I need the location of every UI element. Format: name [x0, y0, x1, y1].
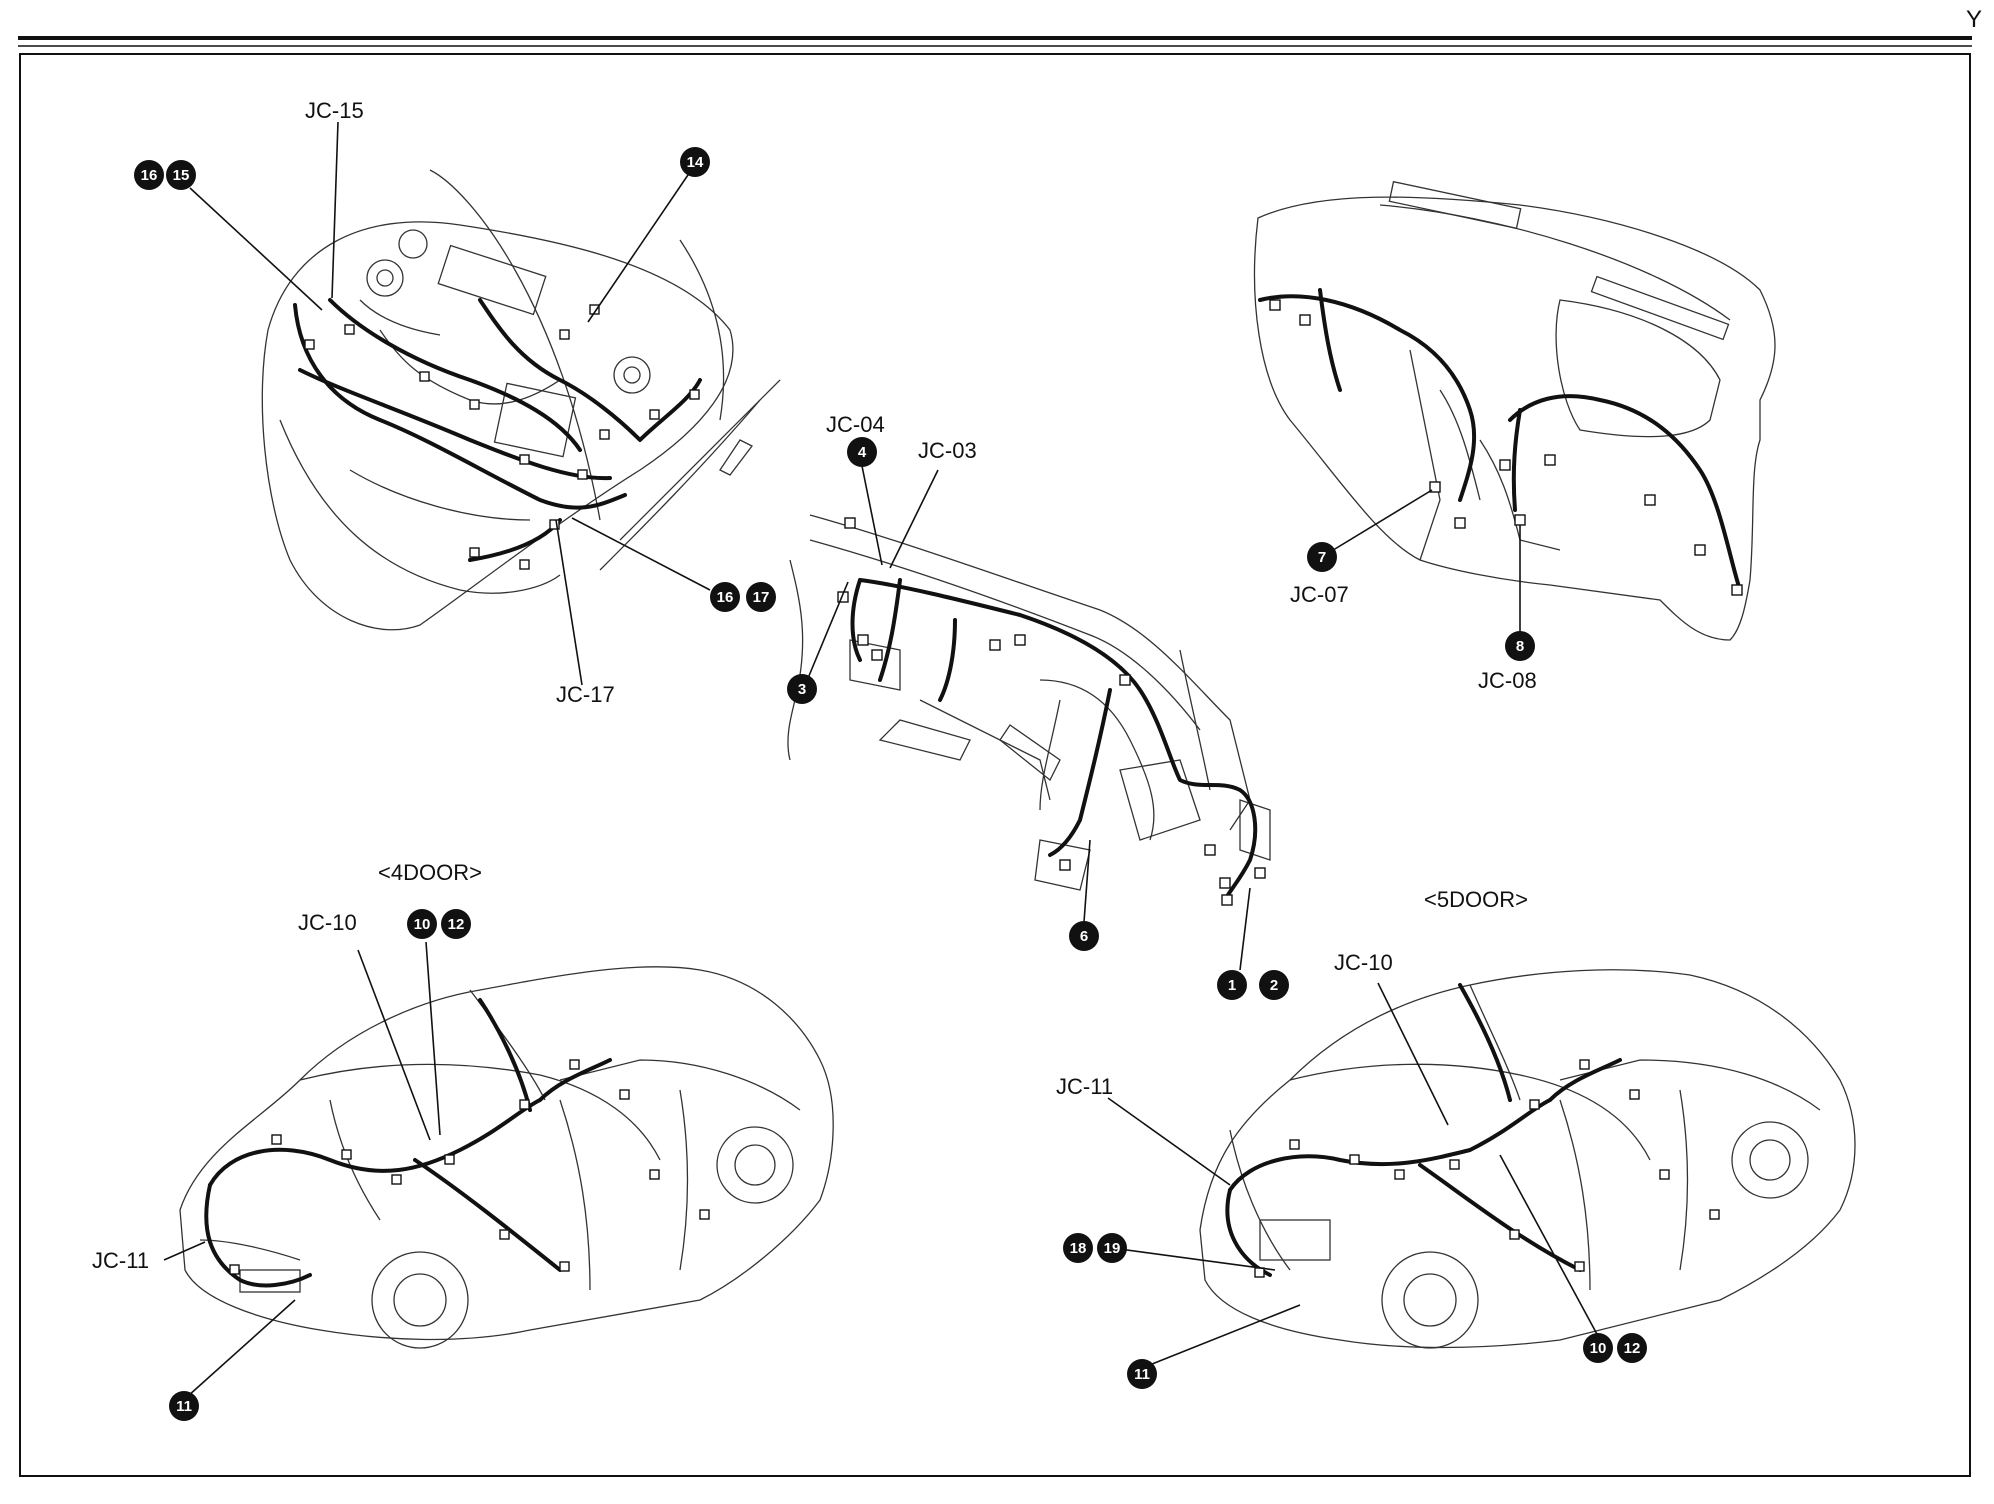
- svg-text:11: 11: [1134, 1366, 1150, 1383]
- svg-text:3: 3: [798, 681, 806, 698]
- callout-4: 4: [847, 437, 877, 467]
- svg-text:17: 17: [753, 589, 770, 606]
- svg-text:16: 16: [141, 167, 158, 184]
- callout-1: 1: [1217, 970, 1247, 1000]
- svg-text:4: 4: [858, 444, 867, 461]
- label-jc-03: JC-03: [918, 438, 977, 463]
- hatchback-5door-drawing: [1199, 969, 1856, 1349]
- page-letter: Y: [1965, 6, 1982, 33]
- svg-text:2: 2: [1270, 977, 1278, 994]
- svg-text:19: 19: [1104, 1240, 1121, 1257]
- label-5door: <5DOOR>: [1424, 887, 1528, 912]
- callout-11-sedan: 11: [169, 1391, 199, 1421]
- label-4door: <4DOOR>: [378, 860, 482, 885]
- svg-text:18: 18: [1070, 1240, 1087, 1257]
- svg-text:15: 15: [173, 167, 190, 184]
- callout-7: 7: [1307, 542, 1337, 572]
- diagram-frame: [19, 53, 1971, 1477]
- callout-17: 17: [746, 582, 776, 612]
- engine-compartment-drawing: [261, 169, 781, 631]
- callout-18: 18: [1063, 1233, 1093, 1263]
- svg-text:11: 11: [176, 1398, 192, 1415]
- callout-6: 6: [1069, 921, 1099, 951]
- callout-2: 2: [1259, 970, 1289, 1000]
- leader-lines: [163, 121, 1599, 1397]
- svg-text:10: 10: [1590, 1340, 1607, 1357]
- callout-14: 14: [680, 147, 710, 177]
- dashboard-drawing: [1253, 180, 1776, 641]
- label-jc-08: JC-08: [1478, 668, 1537, 693]
- callout-12-sedan: 12: [441, 909, 471, 939]
- callout-11-hatch: 11: [1127, 1359, 1157, 1389]
- label-jc-07: JC-07: [1290, 582, 1349, 607]
- label-jc-11-sedan: JC-11: [92, 1248, 149, 1273]
- label-jc-10-hatch: JC-10: [1334, 950, 1393, 975]
- callout-15: 15: [166, 160, 196, 190]
- svg-text:14: 14: [687, 154, 704, 171]
- callout-8: 8: [1505, 631, 1535, 661]
- svg-text:7: 7: [1318, 549, 1326, 566]
- instrument-panel-drawing: [787, 514, 1271, 906]
- sedan-4door-drawing: [179, 966, 834, 1349]
- svg-text:10: 10: [414, 916, 431, 933]
- callout-19: 19: [1097, 1233, 1127, 1263]
- label-jc-15: JC-15: [305, 98, 364, 123]
- label-jc-17: JC-17: [556, 682, 615, 707]
- svg-text:12: 12: [1624, 1340, 1641, 1357]
- callout-12-hatch: 12: [1617, 1333, 1647, 1363]
- label-jc-10-sedan: JC-10: [298, 910, 357, 935]
- callout-10-sedan: 10: [407, 909, 437, 939]
- label-jc-11-hatch: JC-11: [1056, 1074, 1113, 1099]
- svg-text:16: 16: [717, 589, 734, 606]
- callout-10-hatch: 10: [1583, 1333, 1613, 1363]
- callout-3: 3: [787, 674, 817, 704]
- label-jc-04: JC-04: [826, 412, 885, 437]
- svg-text:6: 6: [1080, 928, 1088, 945]
- svg-text:8: 8: [1516, 638, 1524, 655]
- svg-text:1: 1: [1228, 977, 1236, 994]
- callout-16-top: 16: [134, 160, 164, 190]
- callout-16-bottom: 16: [710, 582, 740, 612]
- svg-text:12: 12: [448, 916, 465, 933]
